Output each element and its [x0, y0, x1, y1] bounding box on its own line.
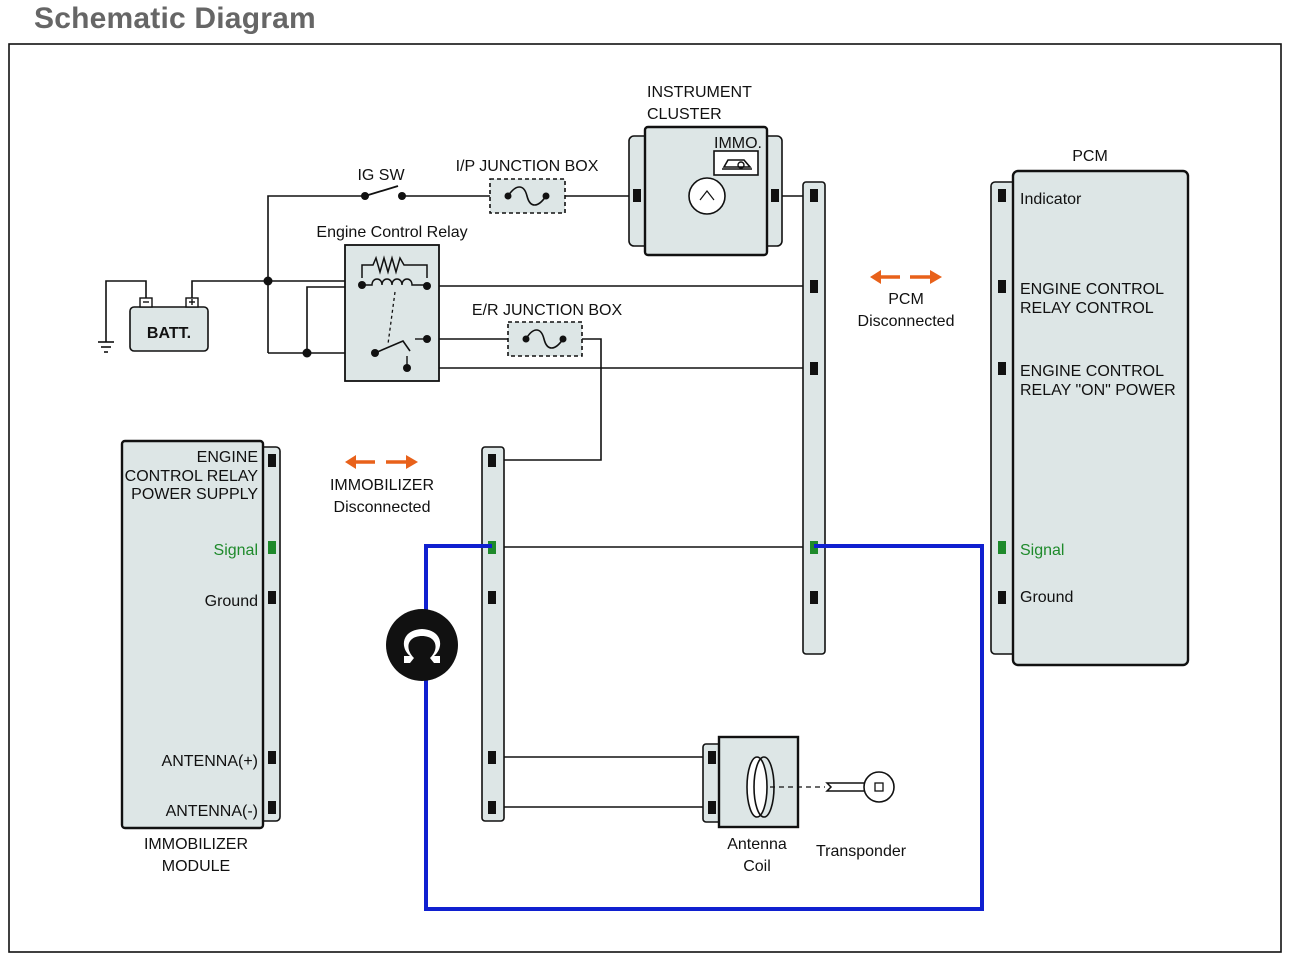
pcm-pin-relay-power-2: RELAY "ON" POWER — [1020, 382, 1176, 399]
blue-lead-bottom — [424, 544, 984, 911]
immo-pin-power-3: POWER SUPPLY — [131, 486, 258, 503]
coil-bridge-wire — [306, 286, 362, 353]
pcm-body — [1011, 169, 1190, 667]
cluster-pin-right — [771, 189, 779, 202]
car-icon — [722, 159, 752, 170]
ground-icon — [98, 341, 114, 353]
immobilizer-disconnected-label-2: Disconnected — [334, 499, 431, 516]
ip-junction-box-label: I/P JUNCTION BOX — [456, 158, 599, 175]
immobilizer-module: ENGINE CONTROL RELAY POWER SUPPLY Signal… — [120, 439, 281, 875]
coil-icon — [746, 756, 775, 818]
ig-sw-label: IG SW — [357, 167, 405, 184]
pcm-pin-relay-control-1: ENGINE CONTROL — [1020, 281, 1164, 298]
immobilizer-body — [120, 439, 265, 830]
pcm-disconnected-label-1: PCM — [888, 291, 924, 308]
lamp-icon — [688, 177, 726, 215]
junction-dots — [263, 276, 312, 358]
antenna-coil: Antenna Coil — [702, 735, 825, 875]
cluster-pin-left — [633, 189, 641, 202]
batt-positive-wire — [191, 280, 268, 300]
page-title: Schematic Diagram — [34, 2, 316, 35]
resistor-icon — [361, 255, 428, 278]
pcm-module: PCM Indicator ENGINE CONTROL RELAY CONTR… — [990, 148, 1190, 667]
transponder-label: Transponder — [816, 843, 907, 860]
pcm-title: PCM — [1072, 148, 1108, 165]
batt-negative-wire — [105, 280, 147, 342]
instrument-cluster: INSTRUMENT CLUSTER IMMO. — [628, 84, 783, 257]
battery-label: BATT. — [147, 325, 191, 342]
er-junction-box-label: E/R JUNCTION BOX — [472, 302, 623, 319]
antenna-coil-label-2: Coil — [743, 858, 771, 875]
pcm-disconnected-indicator: PCM Disconnected — [858, 270, 955, 330]
ohmmeter-measurement-path — [424, 544, 984, 911]
ig-switch: IG SW — [357, 167, 406, 200]
immo-pin-ground: Ground — [205, 593, 258, 610]
battery: BATT. — [129, 297, 209, 352]
instrument-cluster-label-2: CLUSTER — [647, 106, 722, 123]
engine-control-relay: Engine Control Relay — [316, 224, 468, 382]
immobilizer-disconnected-indicator: IMMOBILIZER Disconnected — [330, 455, 434, 516]
pcm-pin-ground: Ground — [1020, 589, 1073, 606]
immo-pin-power-2: CONTROL RELAY — [125, 468, 259, 485]
battery-body — [129, 306, 209, 352]
immobilizer-module-label-2: MODULE — [162, 858, 230, 875]
switch-icon — [364, 185, 399, 197]
antenna-coil-label-1: Antenna — [727, 836, 787, 853]
immo-label: IMMO. — [714, 135, 762, 152]
erjb-to-immo-wire — [492, 338, 602, 461]
pcm-disconnected-label-2: Disconnected — [858, 313, 955, 330]
fuse-icon — [507, 186, 547, 206]
coil-icon — [362, 278, 427, 286]
pcm-pin-indicator: Indicator — [1020, 191, 1082, 208]
engine-control-relay-label: Engine Control Relay — [316, 224, 467, 241]
immo-pin-antenna-plus: ANTENNA(+) — [162, 753, 258, 770]
immobilizer-disconnected-label-1: IMMOBILIZER — [330, 477, 434, 494]
immo-pin-signal: Signal — [214, 542, 258, 559]
key-icon: Transponder — [816, 771, 907, 860]
relay-body — [344, 244, 440, 382]
instrument-cluster-label-1: INSTRUMENT — [647, 84, 752, 101]
diagram-border — [8, 43, 1282, 953]
blue-lead-top — [424, 544, 492, 620]
main-bus-wire — [267, 195, 362, 353]
immo-pin-power-1: ENGINE — [197, 449, 258, 466]
ip-junction-box: I/P JUNCTION BOX — [456, 158, 599, 214]
immobilizer-module-label-1: IMMOBILIZER — [144, 836, 248, 853]
ohmmeter-icon — [386, 609, 458, 681]
immobilizer-connector-bus — [481, 446, 505, 822]
immo-pin-antenna-minus: ANTENNA(-) — [166, 803, 258, 820]
pcm-pin-signal: Signal — [1020, 542, 1064, 559]
er-junction-box: E/R JUNCTION BOX — [472, 302, 623, 357]
pcm-pin-relay-power-1: ENGINE CONTROL — [1020, 363, 1164, 380]
pcm-pin-relay-control-2: RELAY CONTROL — [1020, 300, 1154, 317]
fuse-icon — [525, 329, 564, 349]
pcm-connector-bus — [802, 181, 826, 655]
